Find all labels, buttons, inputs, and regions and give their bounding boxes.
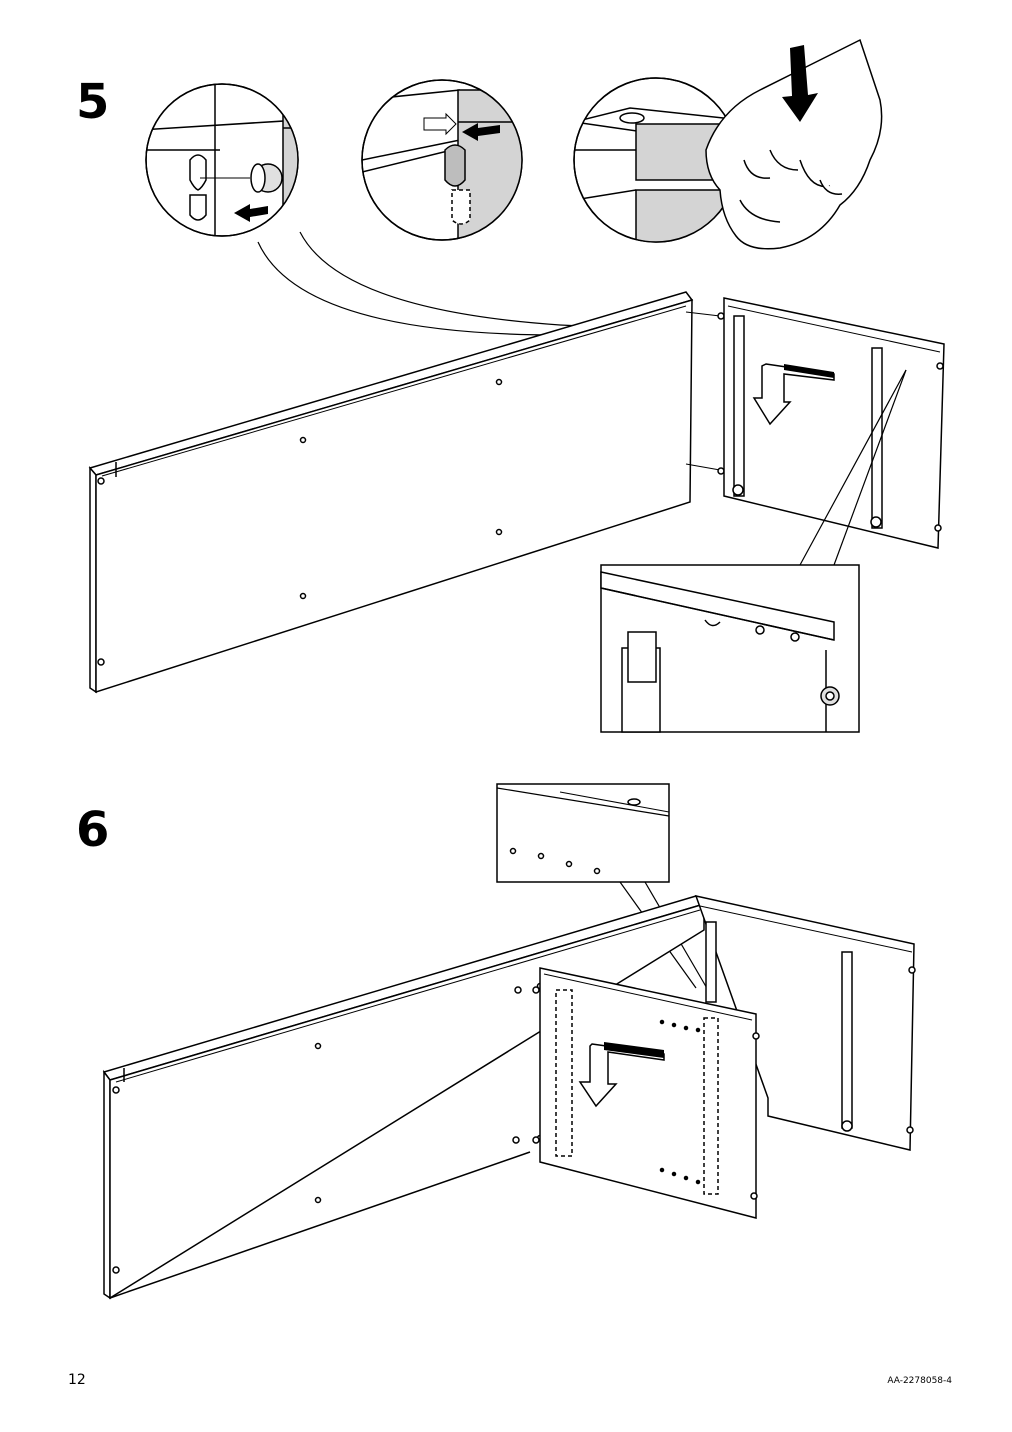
step-5-number: 5	[76, 74, 110, 130]
long-panel-step5	[88, 291, 725, 694]
detail-circle-2	[361, 79, 523, 241]
detail-circle-3	[573, 77, 739, 243]
step-6-number: 6	[76, 802, 110, 858]
front-panel-step6	[512, 967, 760, 1219]
side-panel-step5	[723, 297, 945, 549]
arrow-down-icon	[782, 45, 818, 122]
detail-circle-1	[145, 83, 299, 237]
zoom-detail-step6	[496, 783, 670, 883]
magnifier-callout-icon	[799, 369, 907, 566]
step-5-illustration	[88, 38, 945, 733]
hand-press-icon	[705, 38, 883, 250]
arrow-left-icon	[234, 204, 268, 222]
page-number: 12	[68, 1372, 86, 1388]
document-code: AA-2278058-4	[887, 1376, 952, 1386]
step-6-illustration	[102, 783, 916, 1300]
zoom-detail-step5	[600, 564, 860, 733]
arrow-left-icon	[462, 123, 500, 141]
